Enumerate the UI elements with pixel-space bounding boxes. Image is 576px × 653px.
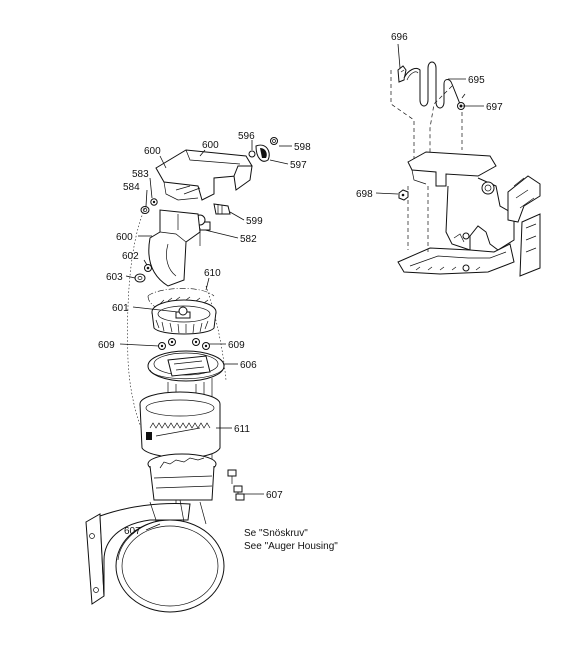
- callout-599: 599: [246, 216, 263, 227]
- callout-607-left: 607: [124, 526, 141, 537]
- callout-598: 598: [294, 142, 311, 153]
- inset-view: [390, 61, 541, 277]
- part-696-clip: [397, 65, 407, 83]
- callout-606: 606: [240, 360, 257, 371]
- part-600-chute-body: [148, 209, 201, 287]
- part-598-nut: [270, 137, 278, 145]
- part-584-washer: [140, 206, 150, 214]
- callout-610: 610: [204, 268, 221, 279]
- auger-housing-outlet: [85, 499, 225, 613]
- callout-596: 596: [238, 131, 255, 142]
- callout-600-top: 600: [144, 146, 161, 157]
- part-596-washer: [248, 150, 256, 158]
- part-606-flange-plate: [147, 350, 225, 382]
- part-603-washer: [134, 273, 146, 283]
- part-600-deflector: [155, 149, 253, 201]
- callout-597: 597: [290, 160, 307, 171]
- callout-611: 611: [234, 424, 250, 435]
- callout-698: 698: [356, 189, 373, 200]
- inset-chute-body: [407, 151, 515, 251]
- callout-696: 696: [391, 32, 408, 43]
- callout-584: 584: [123, 182, 140, 193]
- part-599-pin: [213, 203, 231, 215]
- callout-600-body: 600: [116, 232, 133, 243]
- part-698-nut: [398, 189, 409, 201]
- part-609-nuts: [158, 338, 210, 350]
- inset-base-plate: [397, 186, 515, 275]
- leader-lines: [119, 43, 484, 531]
- callout-labels: 696 695 697 698 596 598 600 600 597 583 …: [98, 32, 503, 552]
- callout-609-right: 609: [228, 340, 245, 351]
- part-611-rotation-ring: [139, 391, 221, 459]
- callout-695: 695: [468, 75, 485, 86]
- callout-603: 603: [106, 272, 123, 283]
- callout-583: 583: [132, 169, 149, 180]
- note-see-auger-housing: See "Auger Housing": [244, 541, 338, 552]
- part-583-bolt: [150, 198, 158, 206]
- part-597-knob: [255, 144, 270, 162]
- chute-base-collar: [147, 453, 217, 501]
- callout-600-hood: 600: [202, 140, 219, 151]
- inset-side-bracket: [507, 175, 541, 277]
- callout-697: 697: [486, 102, 503, 113]
- callout-609-left: 609: [98, 340, 115, 351]
- part-602-bolt: [144, 264, 152, 272]
- note-see-snoskruv: Se "Snöskruv": [244, 528, 308, 539]
- callout-602: 602: [122, 251, 139, 262]
- part-695-crank-rod: [403, 61, 461, 109]
- main-assembly: [85, 137, 278, 613]
- callout-582: 582: [240, 234, 257, 245]
- callout-607-right: 607: [266, 490, 283, 501]
- part-601-bolt: [175, 306, 191, 319]
- callout-601: 601: [112, 303, 129, 314]
- part-607-bolts-right: [227, 469, 245, 501]
